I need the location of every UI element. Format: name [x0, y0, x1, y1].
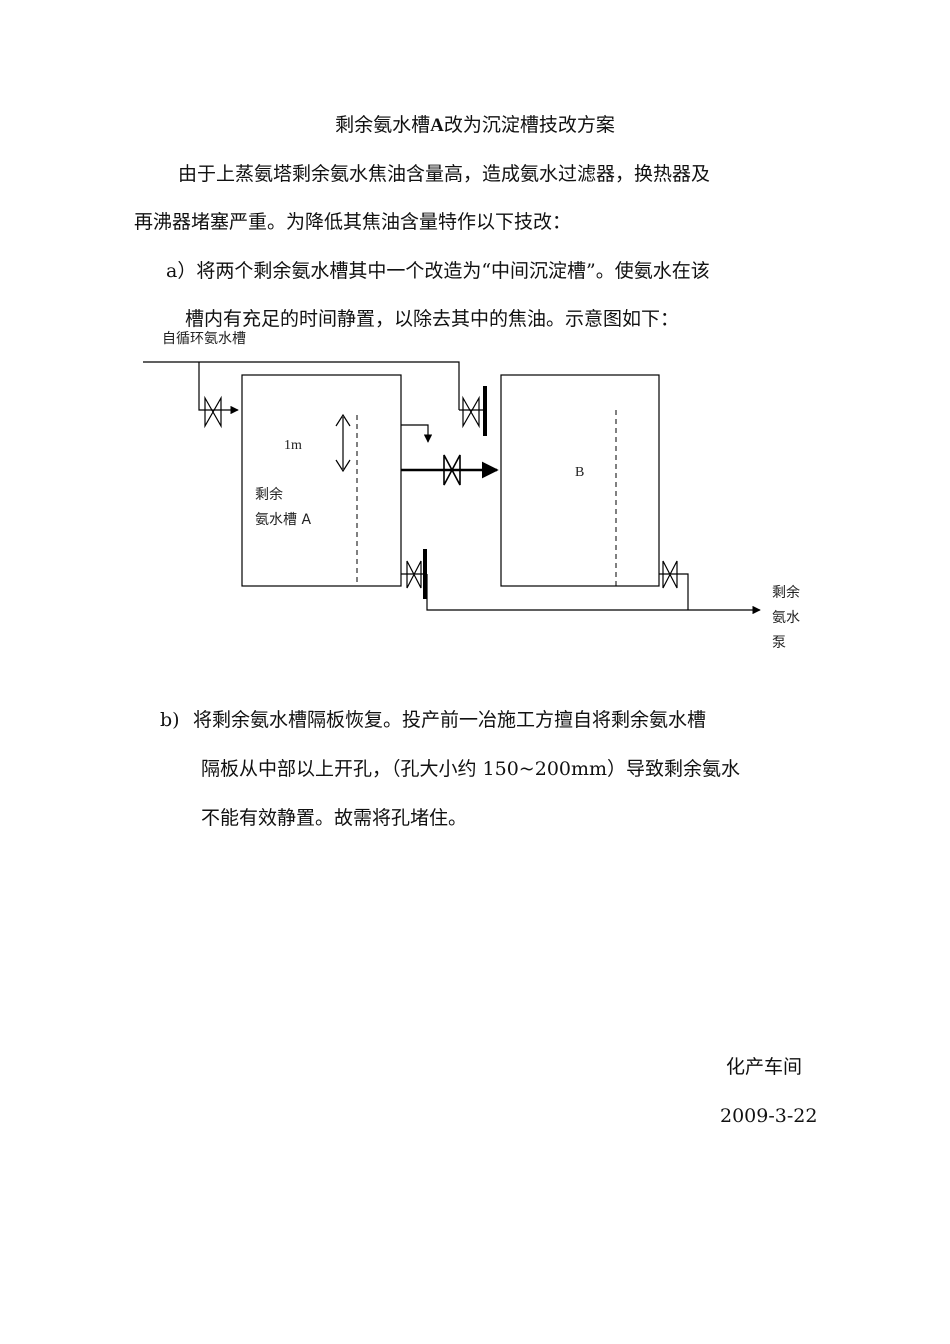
tank-b-outlet	[659, 573, 689, 610]
tank-a-label-2: 氨水槽 A	[255, 512, 311, 528]
blind-plate-icon	[423, 549, 427, 599]
process-diagram: 自循环氨水槽 1m 剩余 氨水槽 A B 剩余 氨水 泵	[143, 331, 800, 651]
title-prefix: 剩余氨水槽	[335, 114, 431, 136]
paragraph-1-line-2: 再沸器堵塞严重。为降低其焦油含量特作以下技改：	[134, 211, 572, 233]
item-b-marker: b)	[160, 709, 180, 731]
signature-department: 化产车间	[726, 1056, 803, 1078]
page-title: 剩余氨水槽A改为沉淀槽技改方案	[0, 113, 950, 138]
signature-date: 2009-3-22	[720, 1105, 818, 1127]
inlet-label: 自循环氨水槽	[162, 331, 246, 347]
tank-a	[241, 374, 402, 587]
valve-icon	[443, 454, 461, 486]
inlet-main-pipe	[143, 361, 460, 410]
valve-icon	[462, 395, 480, 429]
paragraph-1-line-1: 由于上蒸氨塔剩余氨水焦油含量高，造成氨水过滤器，换热器及	[178, 163, 711, 185]
height-label: 1m	[284, 438, 302, 453]
item-b-line-3: 不能有效静置。故需将孔堵住。	[201, 807, 468, 829]
pump-label-3: 泵	[772, 635, 786, 651]
item-b-line-1: 将剩余氨水槽隔板恢复。投产前一冶施工方擅自将剩余氨水槽	[193, 709, 707, 731]
pump-feed-pipe	[426, 574, 761, 615]
inlet-branch-to-a	[198, 362, 239, 415]
item-b-line-2: 隔板从中部以上开孔，（孔大小约 150~200mm）导致剩余氨水	[201, 758, 741, 780]
tank-b-label: B	[575, 465, 584, 480]
pump-label-2: 氨水	[772, 610, 800, 626]
valve-icon	[204, 395, 222, 429]
valve-icon	[406, 560, 422, 589]
tank-a-label-1: 剩余	[255, 486, 283, 503]
overflow-pipe	[401, 424, 433, 443]
blind-plate-icon	[483, 386, 487, 436]
item-a-line-1: a）将两个剩余氨水槽其中一个改造为“中间沉淀槽”。使氨水在该	[166, 260, 710, 282]
tank-b	[500, 374, 660, 587]
title-bold: A	[430, 115, 444, 136]
item-a-line-2: 槽内有充足的时间静置，以除去其中的焦油。示意图如下：	[185, 308, 680, 330]
height-arrow-icon	[335, 413, 351, 473]
title-suffix: 改为沉淀槽技改方案	[443, 114, 615, 136]
valve-icon	[662, 560, 678, 589]
pump-label-1: 剩余	[772, 584, 800, 601]
